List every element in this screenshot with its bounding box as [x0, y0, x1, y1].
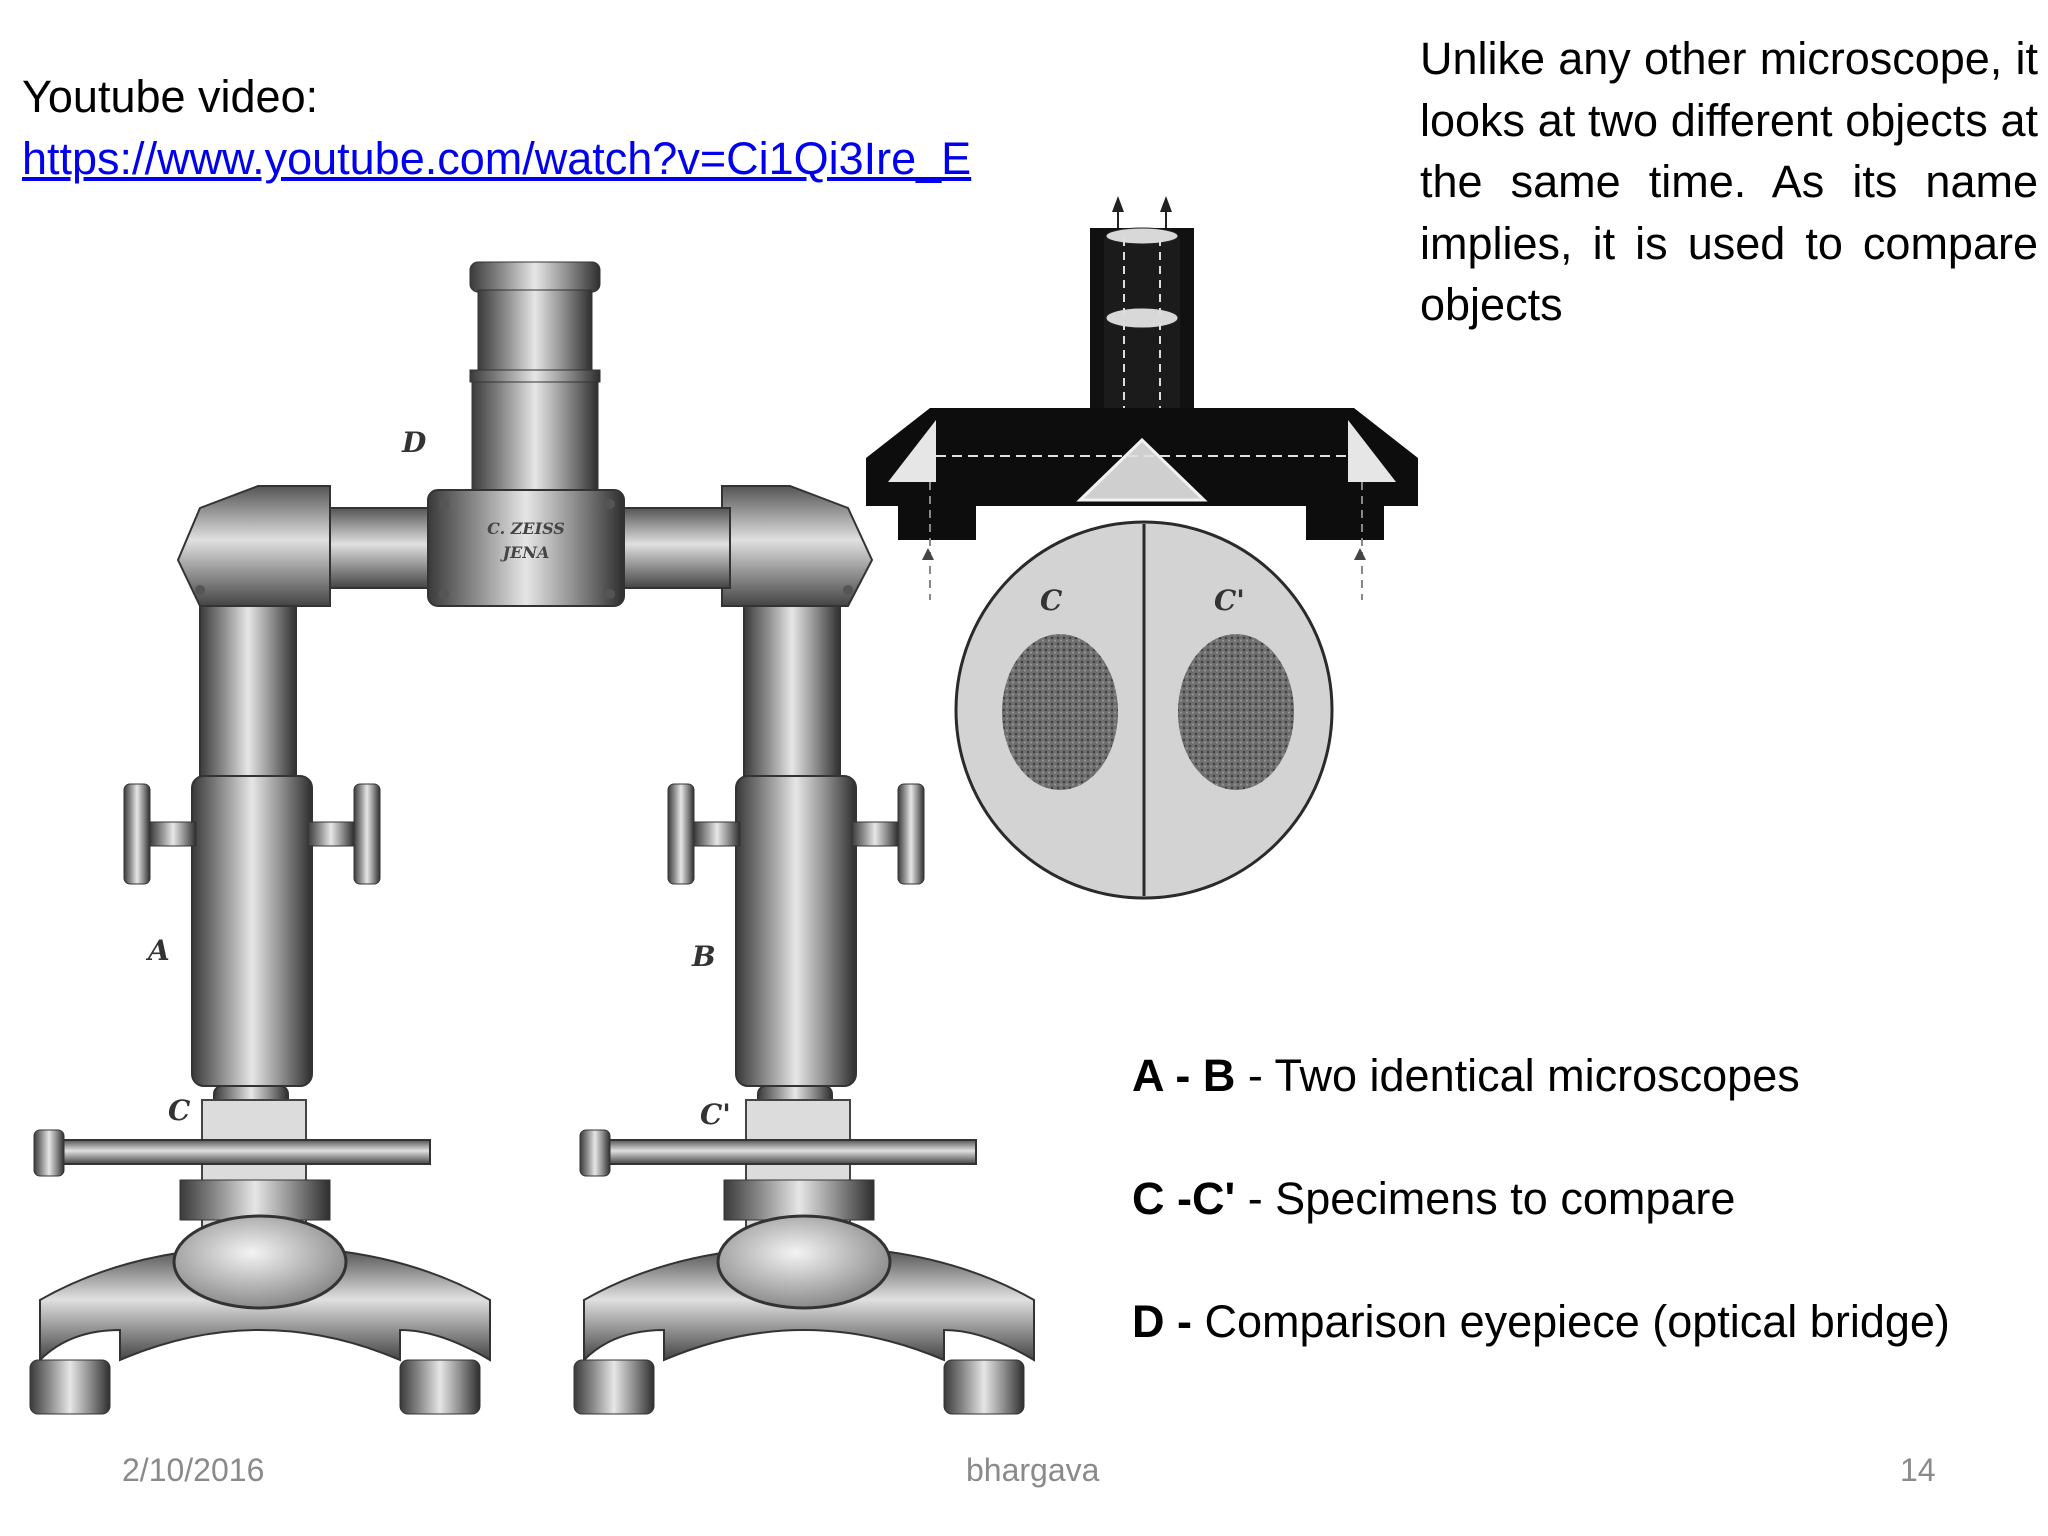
footer-author: bhargava: [966, 1452, 1100, 1488]
description-text: Unlike any other microscope, it looks at…: [1420, 33, 2038, 330]
fingerprint-right: [1178, 634, 1294, 790]
label-c-prime: C': [700, 1098, 731, 1131]
optical-bridge-schematic: [866, 196, 1418, 600]
label-a: A: [145, 934, 170, 967]
microscope-a: A C: [29, 605, 491, 1415]
label-b: B: [691, 940, 716, 973]
video-reference: Youtube video: https://www.youtube.com/w…: [22, 66, 971, 190]
footer-page-number: 14: [1900, 1452, 1936, 1488]
footer-date: 2/10/2016: [122, 1452, 265, 1488]
microscope-b: B C': [573, 605, 1035, 1415]
legend-item: D - Comparison eyepiece (optical bridge): [1132, 1294, 1950, 1350]
eyepiece: [469, 261, 601, 493]
brand-label-line1: C. ZEISS: [487, 519, 565, 538]
legend-key: A - B: [1132, 1050, 1236, 1101]
legend-key: D -: [1132, 1296, 1192, 1347]
label-c: C: [168, 1094, 191, 1127]
legend-item: C -C' - Specimens to compare: [1132, 1171, 1735, 1227]
view-label-c-prime: C': [1214, 584, 1245, 617]
video-link[interactable]: https://www.youtube.com/watch?v=Ci1Qi3Ir…: [22, 133, 972, 184]
brand-label-line2: JENA: [500, 543, 550, 562]
view-label-c: C: [1040, 584, 1063, 617]
legend-text: Comparison eyepiece (optical bridge): [1192, 1296, 1950, 1347]
comparison-field-view: C C': [954, 520, 1334, 900]
optical-bridge: C. ZEISS JENA: [176, 485, 874, 607]
video-label: Youtube video:: [22, 71, 319, 122]
legend-key: C -C': [1132, 1173, 1236, 1224]
label-d: D: [401, 426, 427, 459]
legend-text: - Two identical microscopes: [1235, 1050, 1800, 1101]
legend-item: A - B - Two identical microscopes: [1132, 1048, 1800, 1104]
fingerprint-left: [1002, 634, 1118, 790]
legend-text: - Specimens to compare: [1235, 1173, 1736, 1224]
